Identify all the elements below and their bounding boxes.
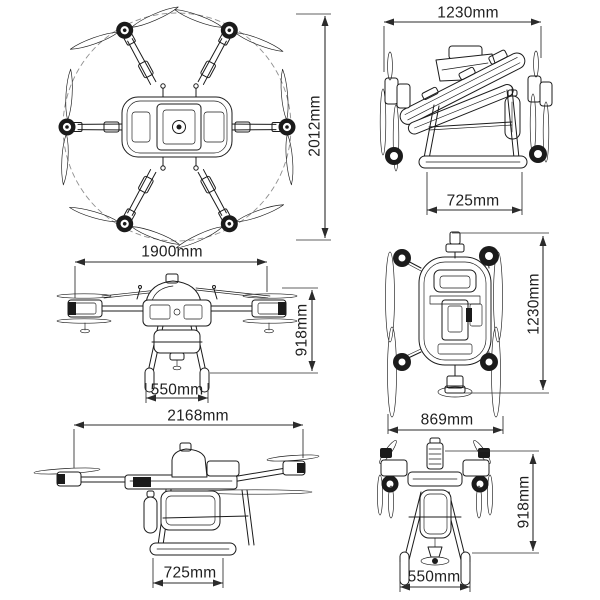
view-front-folded <box>377 437 493 586</box>
dim-label-front-folded-height: 918mm <box>515 475 533 529</box>
dim-label-top-folded-width: 869mm <box>420 411 474 429</box>
view-front-unfolded <box>56 273 298 393</box>
dim-front-folded-height <box>445 450 539 554</box>
dim-label-front-unfolded-height: 918mm <box>293 303 311 357</box>
dim-label-unfolded-height: 2012mm <box>306 95 324 157</box>
view-top-unfolded <box>58 4 296 251</box>
view-side-unfolded <box>33 442 320 556</box>
dim-top-folded-width <box>387 414 504 434</box>
dim-side-folded-width <box>383 18 542 72</box>
view-side-folded <box>379 45 553 172</box>
dim-label-side-unfolded-skid: 725mm <box>163 564 217 582</box>
dim-label-side-unfolded-width: 2168mm <box>167 407 229 425</box>
dim-label-top-folded-length: 1230mm <box>525 273 543 335</box>
dim-side-unfolded-width <box>73 421 304 468</box>
dim-front-unfolded-width <box>74 258 268 298</box>
dim-front-unfolded-skid <box>145 383 209 403</box>
view-top-folded <box>385 231 503 418</box>
dim-label-front-unfolded-skid: 550mm <box>150 381 204 399</box>
dim-label-front-unfolded-width: 1900mm <box>141 243 203 261</box>
dim-front-folded-skid <box>399 562 471 592</box>
dim-front-unfolded-height <box>210 287 318 374</box>
dim-side-folded-skid <box>426 172 523 215</box>
dim-label-side-folded-width: 1230mm <box>437 4 499 22</box>
dim-top-folded-length <box>452 232 549 394</box>
dim-top-unfolded-height <box>296 13 331 241</box>
dim-side-unfolded-skid <box>152 558 224 588</box>
dim-label-side-folded-skid: 725mm <box>446 192 500 210</box>
dim-label-front-folded-skid: 550mm <box>407 568 461 586</box>
